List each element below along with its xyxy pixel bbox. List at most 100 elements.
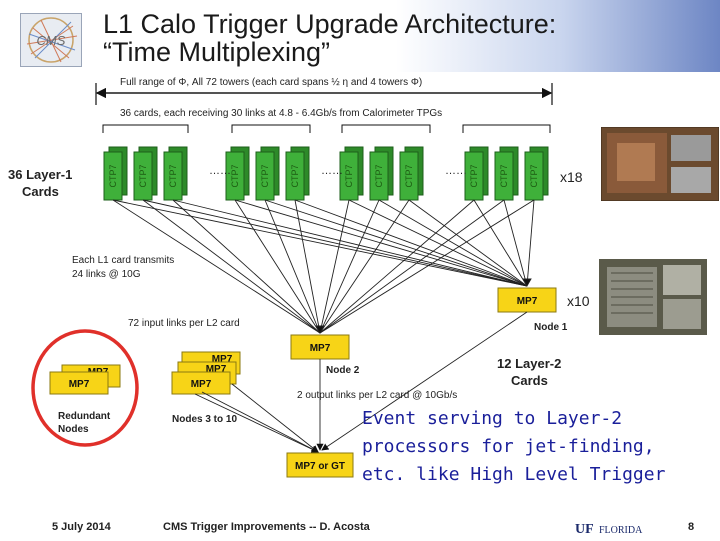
event-line1: Event serving to Layer-2 — [362, 408, 623, 429]
layer1-line1: 36 Layer-1 — [8, 167, 73, 182]
layer2-line1: 12 Layer-2 — [497, 356, 562, 371]
fanout-link — [142, 199, 321, 334]
ctp7-card: CTP7 — [225, 146, 250, 201]
mp7-board-photo — [599, 259, 707, 335]
ctp7-card-label: CTP7 — [290, 164, 300, 187]
redundant-highlight-circle — [31, 329, 139, 447]
fanout-link — [264, 199, 528, 287]
ctp7-card: CTP7 — [399, 146, 424, 201]
ctp7-cards: CTP7 CTP7 CTP7 CTP7 CTP7 CTP7 CTP7 CTP7 CTP7 CTP7… — [103, 146, 549, 201]
mp7-node-2: MP7 — [290, 334, 350, 360]
layer1-label: 36 Layer-1 Cards — [8, 166, 72, 200]
fanout-link — [294, 199, 321, 334]
fanout-link — [526, 199, 535, 287]
fanout-link — [234, 199, 528, 287]
node2-mp7-label: MP7 — [310, 343, 331, 354]
redundant-line2: Nodes — [58, 424, 89, 435]
mp7-redundant: MP7 MP7 — [49, 364, 121, 395]
ctp7-card-label: CTP7 — [168, 164, 178, 187]
ctp7-card: CTP7 — [255, 146, 280, 201]
fanout-link — [112, 199, 528, 287]
card-ellipsis: …… — [445, 165, 467, 177]
x18-label: x18 — [560, 169, 583, 185]
logo-text: CMS — [37, 33, 66, 48]
ctp7-card: CTP7 — [103, 146, 128, 201]
title-line-2: “Time Multiplexing” — [103, 37, 331, 67]
fanout-link — [172, 199, 528, 287]
ctp7-card-label: CTP7 — [374, 164, 384, 187]
cms-logo: CMS — [20, 13, 82, 67]
fanout-link — [319, 199, 535, 334]
fanout-link — [348, 199, 528, 287]
fanout-link — [473, 199, 528, 287]
stack-mp7-label-back: MP7 — [212, 354, 233, 365]
transmit-line2: 24 links @ 10G — [72, 269, 141, 280]
ctp7-card-label: CTP7 — [260, 164, 270, 187]
stack-mp7-label-mid: MP7 — [206, 364, 227, 375]
x10-label: x10 — [567, 293, 590, 309]
ctp7-card: CTP7 — [285, 146, 310, 201]
fanout-link — [234, 199, 321, 334]
event-line2: processors for jet-finding, — [362, 436, 655, 457]
fanout-link — [319, 199, 380, 334]
event-serving-text: Event serving to Layer-2 processors for … — [362, 405, 665, 489]
redundant-line1: Redundant — [58, 411, 111, 422]
ctp7-card-label: CTP7 — [108, 164, 118, 187]
title-bar — [0, 0, 720, 72]
mp7-or-gt-label: MP7 or GT — [295, 461, 345, 472]
ctp7-board-photo — [600, 126, 720, 202]
svg-text:UF: UF — [575, 522, 594, 536]
fanout-arrowhead — [315, 325, 325, 334]
fanout-links — [112, 199, 535, 334]
ctp7-card: CTP7 — [494, 146, 519, 201]
fanout-link — [319, 199, 410, 334]
layer1-line2: Cards — [22, 184, 59, 199]
fanout-link — [264, 199, 321, 334]
ctp7-card: CTP7 — [339, 146, 364, 201]
node1-mp7-label: MP7 — [517, 296, 538, 307]
ctp7-card-label: CTP7 — [404, 164, 414, 187]
footer-date: 5 July 2014 — [52, 521, 111, 533]
output-links — [194, 311, 528, 453]
ctp7-card-label: CTP7 — [138, 164, 148, 187]
redundant-mp7-label-front: MP7 — [69, 379, 90, 390]
svg-text:FLORIDA: FLORIDA — [599, 525, 643, 536]
layer2-line2: Cards — [511, 373, 548, 388]
fanout-link — [378, 199, 528, 287]
fanout-link — [408, 199, 528, 287]
ctp7-card: CTP7 — [163, 146, 188, 201]
fanout-link — [172, 199, 321, 334]
layer2-label: 12 Layer-2 Cards — [497, 355, 561, 389]
mp7-nodes-3-10: MP7 MP7 MP7 — [171, 351, 241, 395]
stack-mp7-label-front: MP7 — [191, 379, 212, 390]
fanout-link — [294, 199, 528, 287]
card-ellipsis: …… — [321, 165, 343, 177]
title-line-1: L1 Calo Trigger Upgrade Architecture: — [103, 9, 557, 39]
mp7-node-1: MP7 — [497, 287, 557, 313]
transmit-label: Each L1 card transmits 24 links @ 10G — [72, 254, 174, 282]
input-links-label: 72 input links per L2 card — [128, 318, 240, 329]
footer-center: CMS Trigger Improvements -- D. Acosta — [163, 521, 370, 533]
mp7-or-gt-box: MP7 or GT — [286, 452, 354, 478]
nodes-3-10-label: Nodes 3 to 10 — [172, 414, 238, 425]
ctp7-card: CTP7 — [524, 146, 549, 201]
full-range-label: Full range of Φ, All 72 towers (each car… — [120, 77, 423, 88]
transmit-line1: Each L1 card transmits — [72, 255, 175, 266]
uf-logo: UF FLORIDA — [575, 520, 655, 537]
fanout-link — [319, 199, 505, 334]
event-line3: etc. like High Level Trigger — [362, 464, 666, 485]
page-number: 8 — [688, 521, 695, 533]
page-title: L1 Calo Trigger Upgrade Architecture: “T… — [103, 10, 556, 66]
card-group-brackets — [102, 124, 551, 133]
ctp7-card-label: CTP7 — [230, 164, 240, 187]
fanout-link — [112, 199, 321, 334]
fanout-link — [319, 199, 350, 334]
node2-label: Node 2 — [326, 365, 360, 376]
fanout-link — [319, 199, 475, 334]
ctp7-card: CTP7 — [369, 146, 394, 201]
ctp7-card-label: CTP7 — [529, 164, 539, 187]
ctp7-card: CTP7 — [133, 146, 158, 201]
ctp7-card-label: CTP7 — [344, 164, 354, 187]
fanout-link — [503, 199, 528, 287]
